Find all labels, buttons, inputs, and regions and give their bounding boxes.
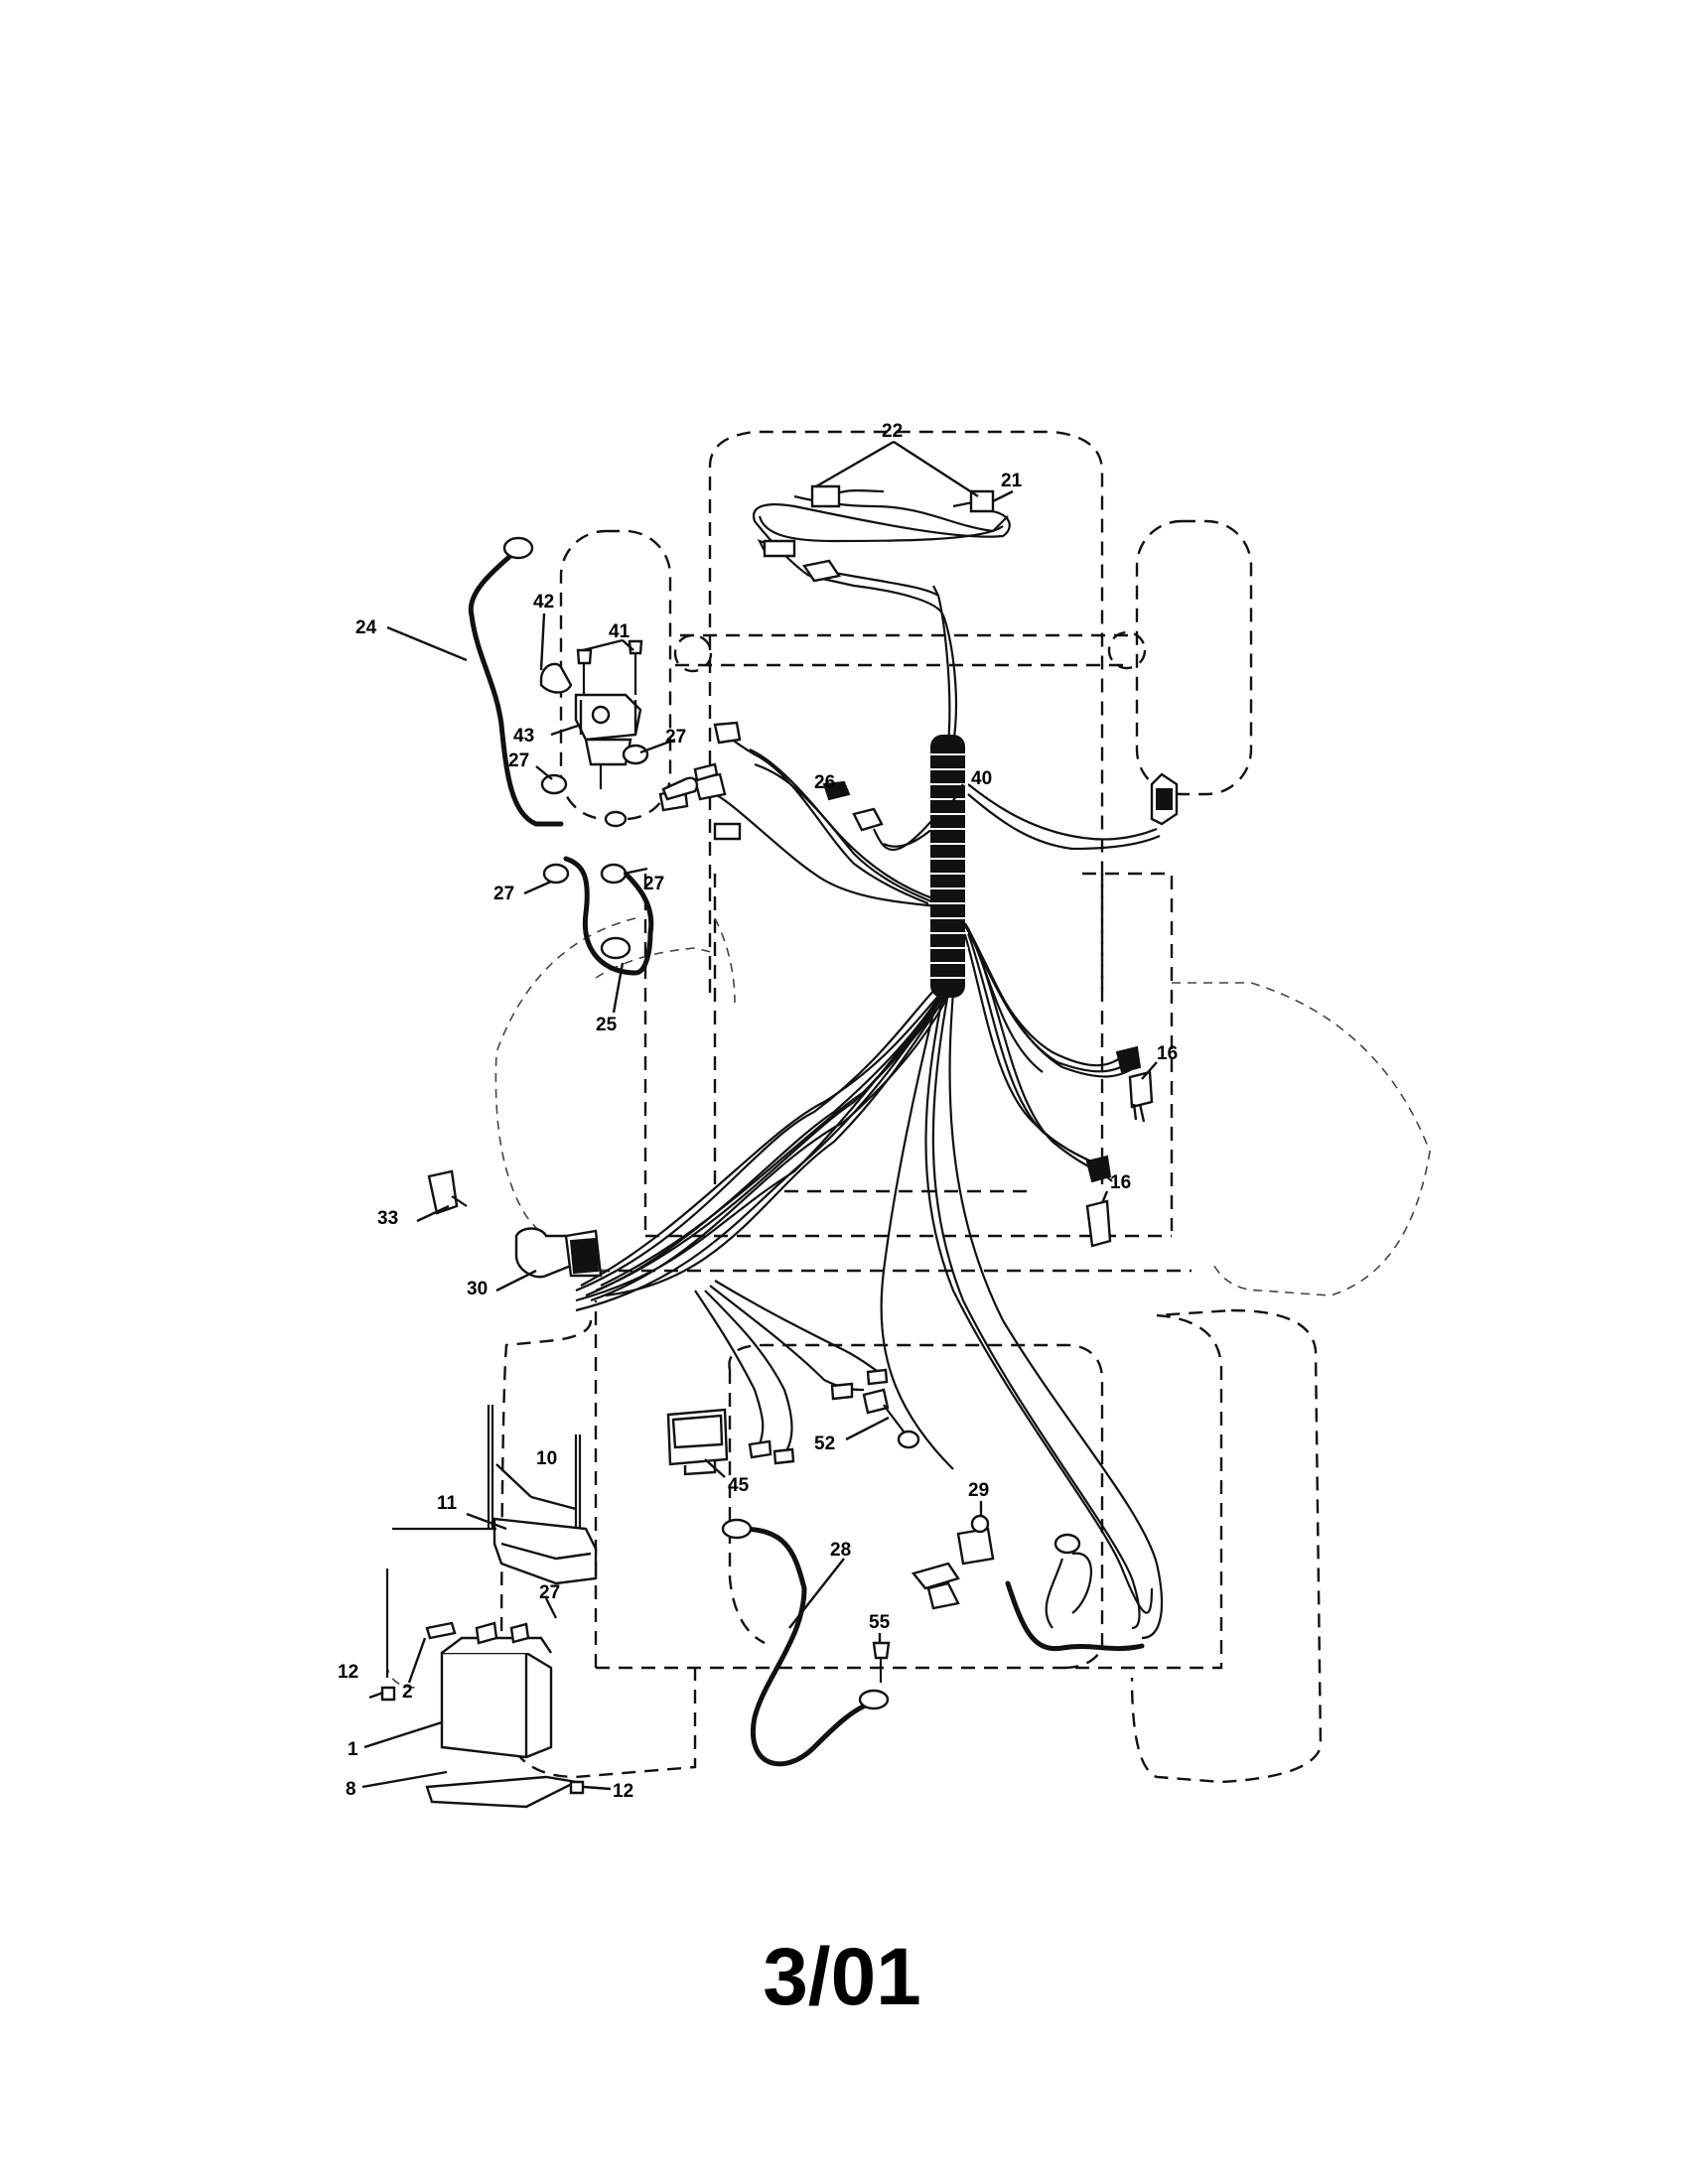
ground-cable (721, 1518, 890, 1767)
callout-55: 55 (869, 1612, 891, 1633)
terminal-ends (748, 1368, 889, 1465)
switch-lower (1085, 1199, 1112, 1248)
callout-41: 41 (609, 621, 631, 642)
callout-27-b: 27 (508, 751, 529, 771)
callout-30: 30 (467, 1279, 488, 1299)
solenoid-assembly (468, 536, 719, 976)
callout-29: 29 (968, 1480, 989, 1501)
connector-52 (862, 1388, 920, 1449)
small-connectors (658, 539, 1179, 841)
callout-27-a: 27 (665, 727, 686, 748)
callout-52: 52 (814, 1433, 835, 1454)
callout-10: 10 (536, 1448, 557, 1469)
callout-25: 25 (596, 1015, 618, 1035)
callout-12-a: 12 (338, 1662, 358, 1683)
pto-switch (911, 1514, 1081, 1610)
wire-harness (575, 503, 1164, 1652)
callout-22: 22 (882, 421, 903, 442)
callout-28: 28 (830, 1540, 851, 1561)
callout-11: 11 (437, 1493, 458, 1514)
callout-27-e: 27 (539, 1582, 560, 1603)
ignition-key (427, 1169, 468, 1215)
conduit-coil (928, 735, 968, 998)
page-number: 3/01 (763, 1932, 921, 2022)
screw-55 (872, 1641, 891, 1683)
connector-pair (1085, 1045, 1142, 1183)
ignition-switch (514, 1227, 603, 1279)
switch-upper (1128, 1070, 1154, 1123)
callout-2: 2 (402, 1682, 413, 1703)
callout-16-a: 16 (1157, 1043, 1178, 1064)
callout-24: 24 (355, 617, 377, 638)
battery-assembly (380, 1405, 598, 1809)
callout-1: 1 (348, 1739, 358, 1760)
callout-45: 45 (728, 1475, 750, 1496)
callout-21: 21 (1001, 471, 1023, 491)
callout-43: 43 (513, 726, 534, 747)
callout-8: 8 (346, 1779, 356, 1800)
module-45 (666, 1408, 729, 1476)
callout-42: 42 (533, 592, 554, 613)
callout-27-c: 27 (493, 884, 514, 904)
callout-40: 40 (971, 768, 992, 789)
callout-12-b: 12 (613, 1781, 633, 1802)
leader-lines (361, 440, 1158, 1791)
callout-26: 26 (814, 772, 835, 793)
callout-27-d: 27 (643, 874, 664, 894)
callout-16-b: 16 (1110, 1172, 1131, 1193)
callout-labels: 22 21 24 42 41 43 27 27 26 40 27 27 25 1… (338, 421, 1178, 1802)
callout-33: 33 (377, 1208, 398, 1229)
